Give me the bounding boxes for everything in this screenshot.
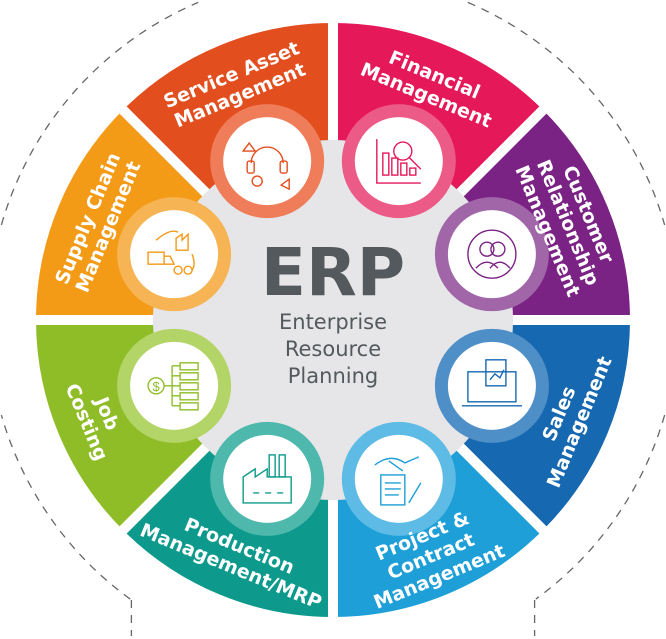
bar-chart-magnifier-icon [376, 139, 422, 184]
icon-disc-service-asset-management [223, 117, 312, 206]
factory-icon [242, 454, 292, 504]
subtitle-line-1: Enterprise [279, 310, 387, 334]
headset-gear-icon [241, 141, 290, 191]
truck-factory-cycle-icon [147, 230, 195, 275]
icon-disc-supply-chain-management [130, 210, 219, 299]
icon-disc-production-management-mrp [223, 434, 312, 523]
users-cycle-icon [467, 229, 517, 279]
laptop-sales-report-icon [461, 359, 522, 407]
center-disc [153, 140, 513, 500]
handshake-contract-icon [374, 456, 422, 506]
subtitle-line-2: Resource [285, 337, 381, 361]
icon-disc-project-contract-management [354, 434, 443, 523]
erp-title: ERP [261, 234, 405, 311]
subtitle-line-3: Planning [288, 364, 378, 388]
svg-text:$: $ [152, 379, 160, 394]
dollar-flowchart-icon: $ [147, 362, 199, 411]
icon-disc-financial-management [354, 117, 443, 206]
